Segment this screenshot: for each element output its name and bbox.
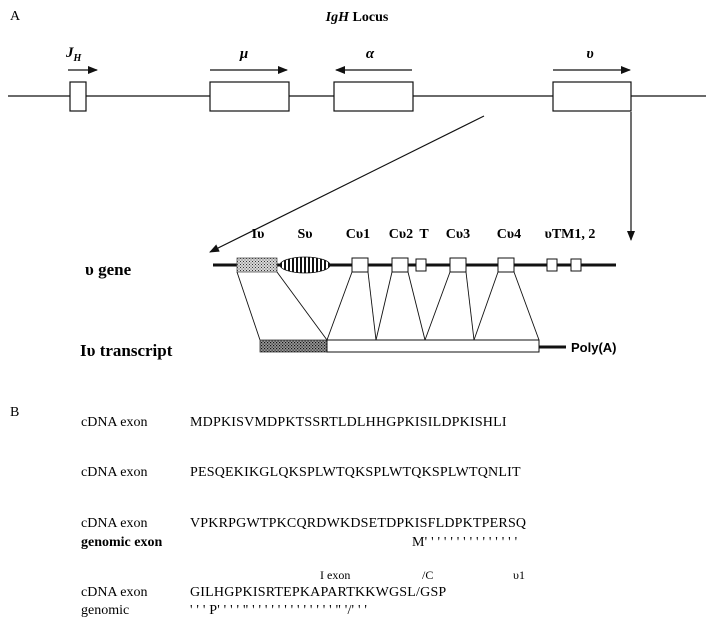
exon-label-cu1: Cυ1	[346, 227, 370, 242]
cu4-exon	[497, 257, 515, 273]
upsilon-box	[552, 81, 632, 112]
seq-row-3: VPKRPGWTPKCQRDWKDSETDPKISFLDPKTPERSQ	[190, 516, 526, 531]
alpha-box	[333, 81, 414, 112]
seq-row-2: PESQEKIKGLQKSPLWTQKSPLWTQKSPLWTQNLIT	[190, 465, 521, 480]
splice-lines	[236, 271, 540, 341]
jh-label: JH	[65, 45, 83, 64]
transcript-iu-segment	[259, 339, 328, 353]
exon-label-cu3: Cυ3	[446, 227, 470, 242]
annotation-slash-c: /C	[422, 568, 433, 582]
panel-b-letter: B	[10, 405, 19, 420]
exon-label-cu4: Cυ4	[497, 227, 521, 242]
mu-label: μ	[239, 46, 248, 62]
t-exon	[415, 258, 427, 272]
iu-exon	[236, 257, 278, 273]
seq-row-4: GILHGPKISRTEPKAPARTKKWGSL/GSP	[190, 585, 446, 600]
seq-row-4-genomic-marks: ' ' ' P' ' ' ' '' ' ' ' ' ' ' ' ' ' ' ' …	[190, 603, 367, 618]
alpha-label: α	[366, 46, 375, 62]
exon-label-su: Sυ	[297, 227, 312, 242]
upsilon-label: υ	[586, 46, 593, 62]
upsilon-gene-label: υ gene	[85, 260, 132, 279]
seq-row-3-genomic-label: genomic exon	[81, 535, 162, 550]
zoom-line-left	[209, 115, 485, 253]
tm1-exon	[546, 258, 558, 272]
transcript-constant-segment	[326, 339, 540, 353]
su-switch-region	[279, 256, 331, 274]
exon-label-cu2: Cυ2	[389, 227, 413, 242]
seq-row-2-label: cDNA exon	[81, 465, 148, 480]
transcript-label: Iυ transcript	[80, 341, 173, 360]
annotation-u1: υ1	[513, 568, 525, 582]
tm2-exon	[570, 258, 582, 272]
panel-a-letter: A	[10, 9, 21, 24]
locus-title-italic: IgH	[325, 10, 350, 25]
locus-title: IgH Locus	[325, 10, 389, 25]
cu1-exon	[351, 257, 369, 273]
seq-row-1-label: cDNA exon	[81, 415, 148, 430]
seq-row-3-label: cDNA exon	[81, 516, 148, 531]
cu3-exon	[449, 257, 467, 273]
annotation-i-exon: I exon	[320, 568, 350, 582]
seq-row-4-genomic-label: genomic	[81, 603, 129, 618]
seq-row-3-genomic-marks: M' ' ' ' ' ' ' ' ' ' ' ' ' ' '	[412, 535, 517, 550]
mu-box	[209, 81, 290, 112]
locus-title-rest: Locus	[349, 10, 389, 25]
exon-label-iu: Iυ	[252, 227, 265, 242]
exon-label-utm: υTM1, 2	[545, 227, 596, 242]
exon-label-t: T	[419, 227, 429, 242]
cu2-exon	[391, 257, 409, 273]
seq-row-1: MDPKISVMDPKTSSRTLDLHHGPKISILDPKISHLI	[190, 415, 507, 430]
polya-label: Poly(A)	[571, 340, 617, 355]
seq-row-4-label: cDNA exon	[81, 585, 148, 600]
jh-box	[69, 81, 87, 112]
